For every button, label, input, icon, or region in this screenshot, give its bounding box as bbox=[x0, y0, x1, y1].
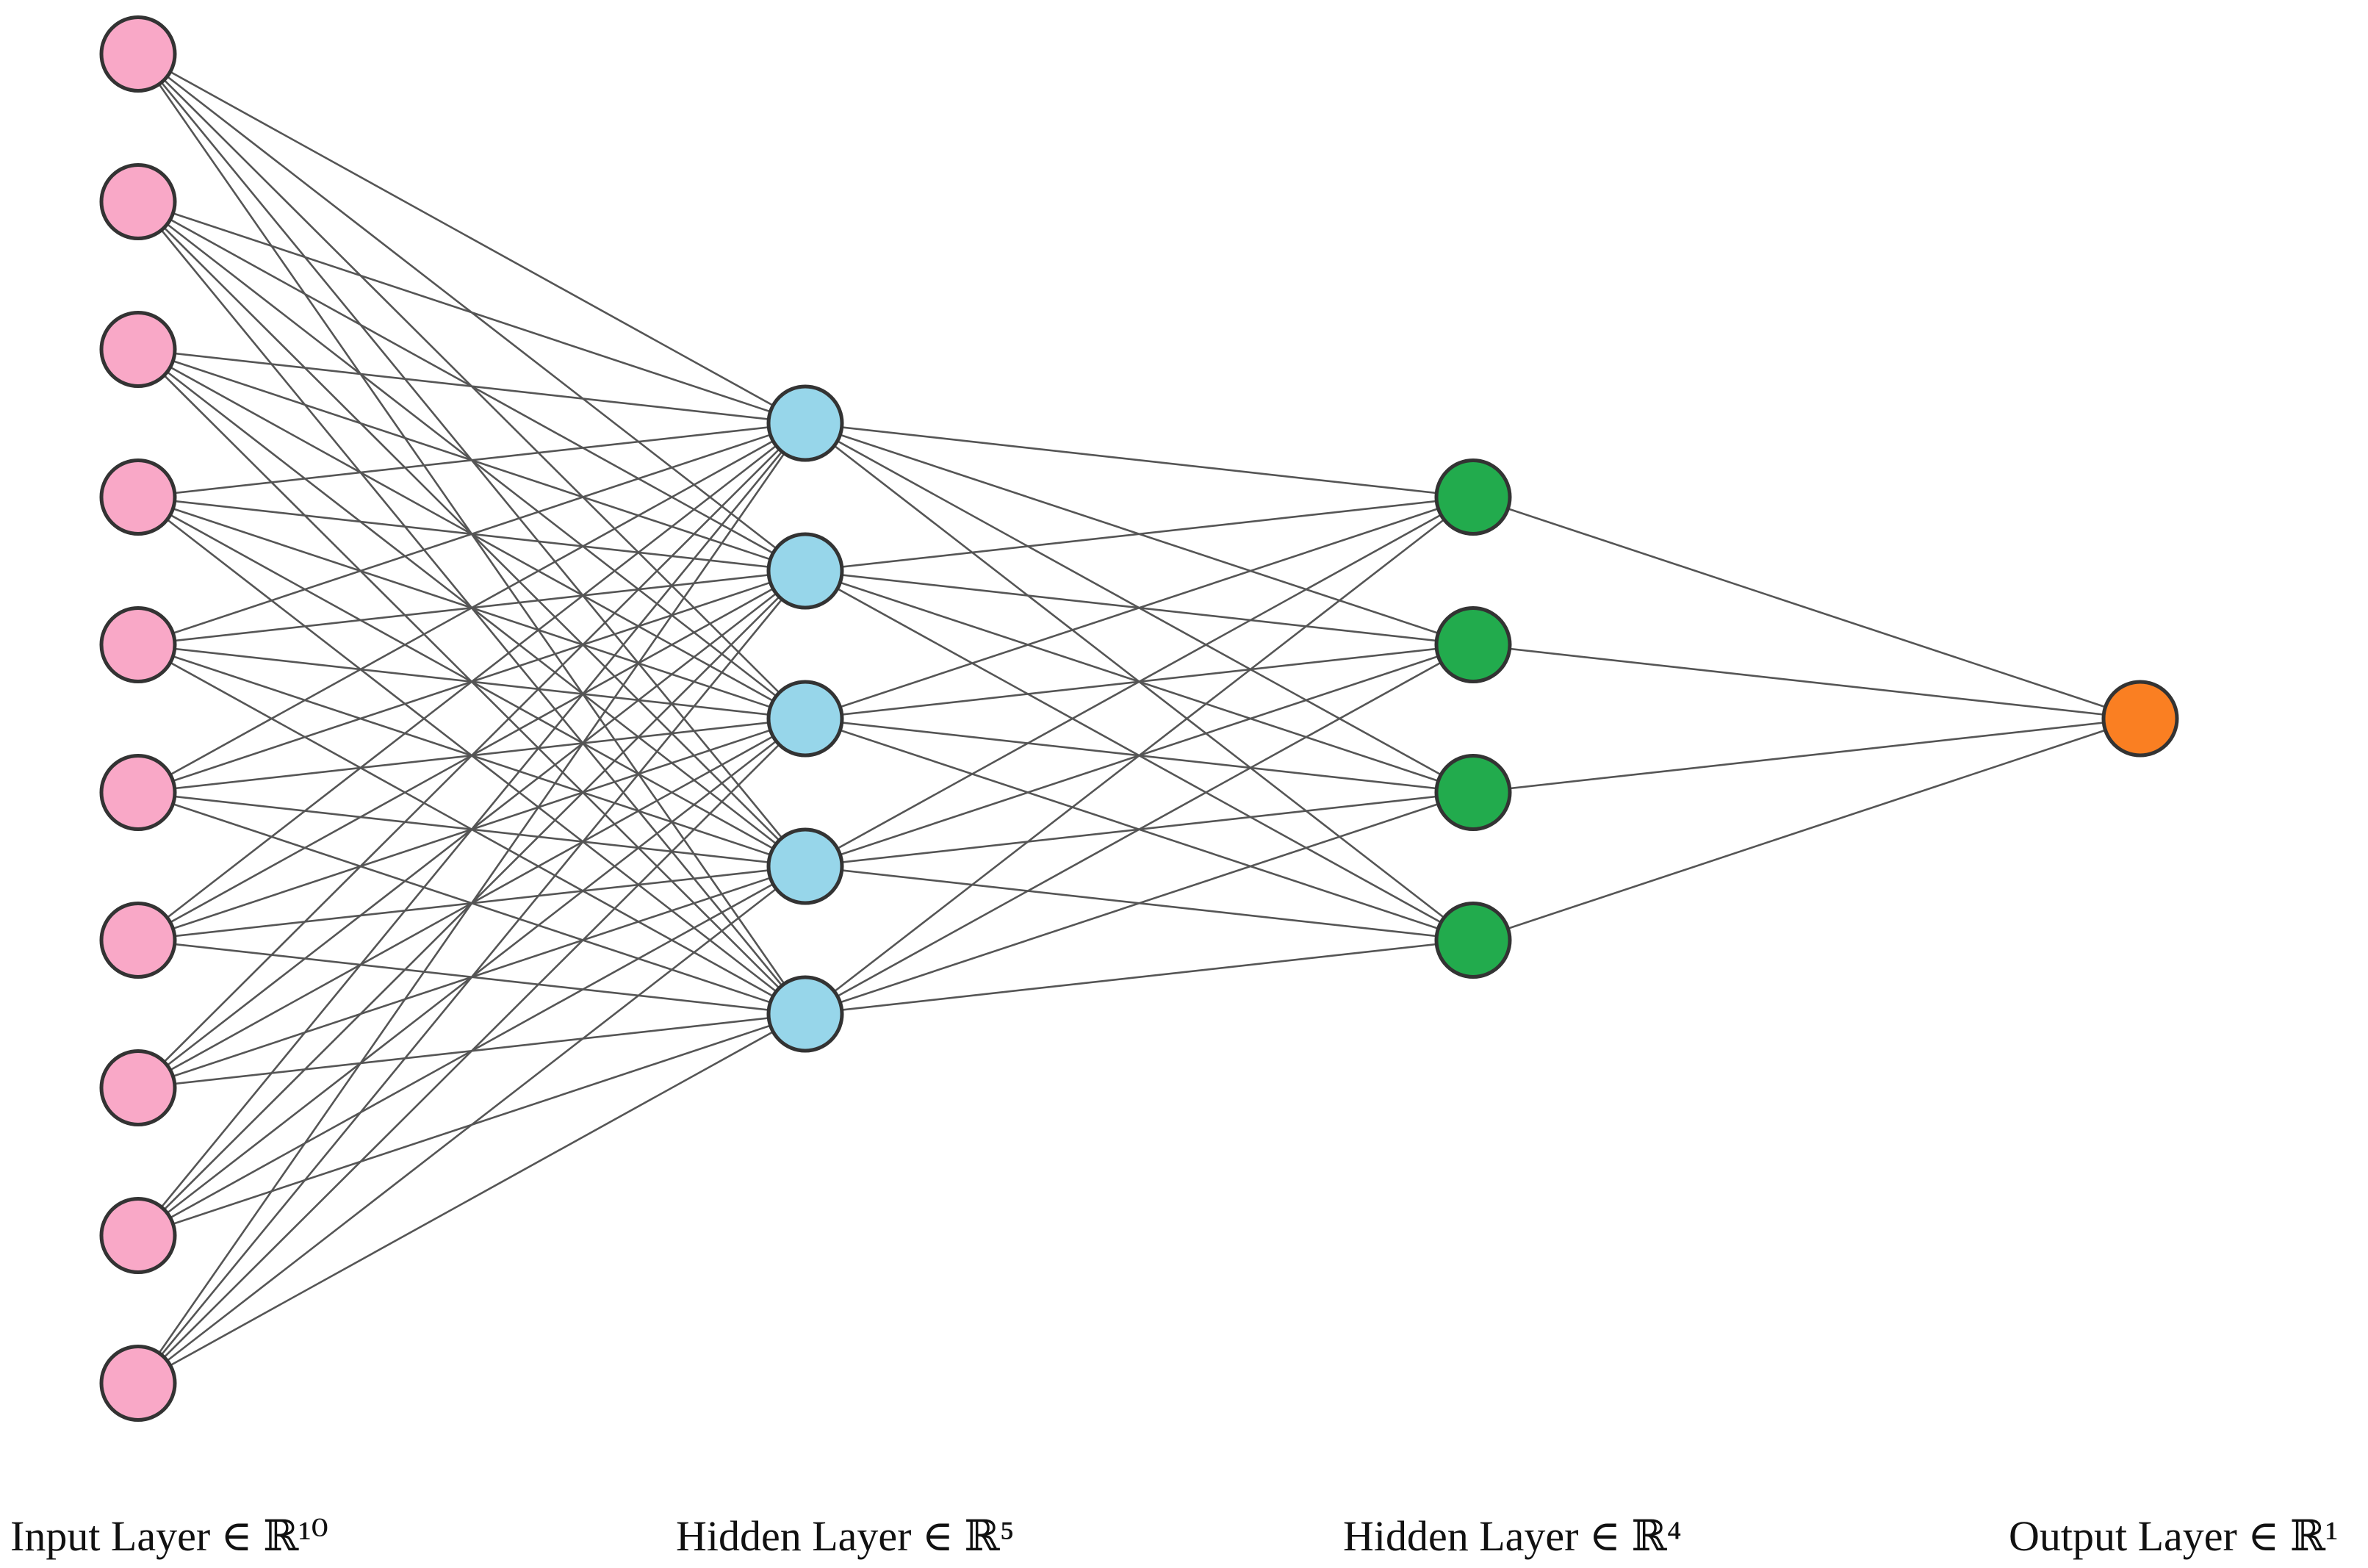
edge-l0n9-l1n1 bbox=[137, 570, 807, 1384]
edge-l1n3-l2n0 bbox=[805, 496, 1474, 868]
edge-l0n2-l1n0 bbox=[137, 348, 806, 425]
edge-l1n1-l2n0 bbox=[805, 496, 1474, 572]
neuron-layer-0-unit-4 bbox=[99, 606, 177, 683]
edge-l2n0-l3n0 bbox=[1472, 496, 2141, 720]
neuron-layer-1-unit-1 bbox=[766, 532, 844, 610]
neuron-layer-1-unit-0 bbox=[766, 384, 844, 462]
edge-l0n5-l1n0 bbox=[137, 422, 806, 794]
edge-l0n3-l1n0 bbox=[137, 422, 806, 498]
neuron-layer-2-unit-1 bbox=[1434, 606, 1512, 683]
edge-l0n9-l1n3 bbox=[137, 865, 806, 1384]
neuron-layer-1-unit-4 bbox=[766, 975, 844, 1053]
edge-l0n4-l1n0 bbox=[137, 422, 806, 646]
neuron-layer-2-unit-0 bbox=[1434, 458, 1512, 536]
edge-l0n7-l1n0 bbox=[137, 422, 806, 1089]
connections bbox=[137, 53, 2141, 1384]
edge-l0n6-l1n0 bbox=[137, 422, 806, 941]
hidden-layer-2-label: Hidden Layer ∈ ℝ⁴ bbox=[1343, 1512, 1682, 1560]
output-layer-label: Output Layer ∈ ℝ¹ bbox=[2009, 1512, 2338, 1560]
neuron-layer-2-unit-2 bbox=[1434, 754, 1512, 831]
edge-l1n4-l2n1 bbox=[805, 644, 1474, 1015]
edge-l0n8-l1n0 bbox=[137, 422, 807, 1237]
edge-l1n4-l2n3 bbox=[805, 939, 1474, 1015]
edge-l2n3-l3n0 bbox=[1472, 717, 2141, 941]
neuron-layer-0-unit-9 bbox=[99, 1345, 177, 1422]
neuron-layer-1-unit-3 bbox=[766, 827, 844, 905]
neuron-layer-0-unit-5 bbox=[99, 754, 177, 831]
edge-l1n4-l2n2 bbox=[805, 791, 1474, 1015]
neuron-layer-0-unit-7 bbox=[99, 1049, 177, 1126]
edge-l0n0-l1n0 bbox=[137, 53, 806, 425]
edge-l2n2-l3n0 bbox=[1472, 717, 2141, 794]
neuron-layer-1-unit-2 bbox=[766, 680, 844, 758]
neurons bbox=[99, 15, 2179, 1422]
neuron-layer-2-unit-3 bbox=[1434, 902, 1512, 979]
hidden-layer-1-label: Hidden Layer ∈ ℝ⁵ bbox=[676, 1512, 1015, 1560]
edge-l0n9-l1n4 bbox=[137, 1013, 806, 1384]
edge-l1n0-l2n0 bbox=[805, 422, 1474, 498]
neuron-layer-0-unit-8 bbox=[99, 1197, 177, 1274]
neuron-layer-0-unit-1 bbox=[99, 163, 177, 240]
neuron-layer-3-unit-0 bbox=[2101, 680, 2179, 758]
edge-l1n2-l2n0 bbox=[805, 496, 1474, 720]
edge-l0n9-l1n0 bbox=[137, 422, 807, 1384]
edge-l1n4-l2n0 bbox=[805, 496, 1474, 1015]
edge-l0n9-l1n2 bbox=[137, 718, 806, 1384]
edge-l2n1-l3n0 bbox=[1472, 644, 2141, 720]
neuron-layer-0-unit-6 bbox=[99, 902, 177, 979]
neuron-layer-0-unit-0 bbox=[99, 15, 177, 93]
neuron-layer-0-unit-3 bbox=[99, 458, 177, 536]
input-layer-label: Input Layer ∈ ℝ¹⁰ bbox=[10, 1512, 328, 1560]
neuron-layer-0-unit-2 bbox=[99, 311, 177, 388]
edge-l0n1-l1n0 bbox=[137, 201, 806, 425]
